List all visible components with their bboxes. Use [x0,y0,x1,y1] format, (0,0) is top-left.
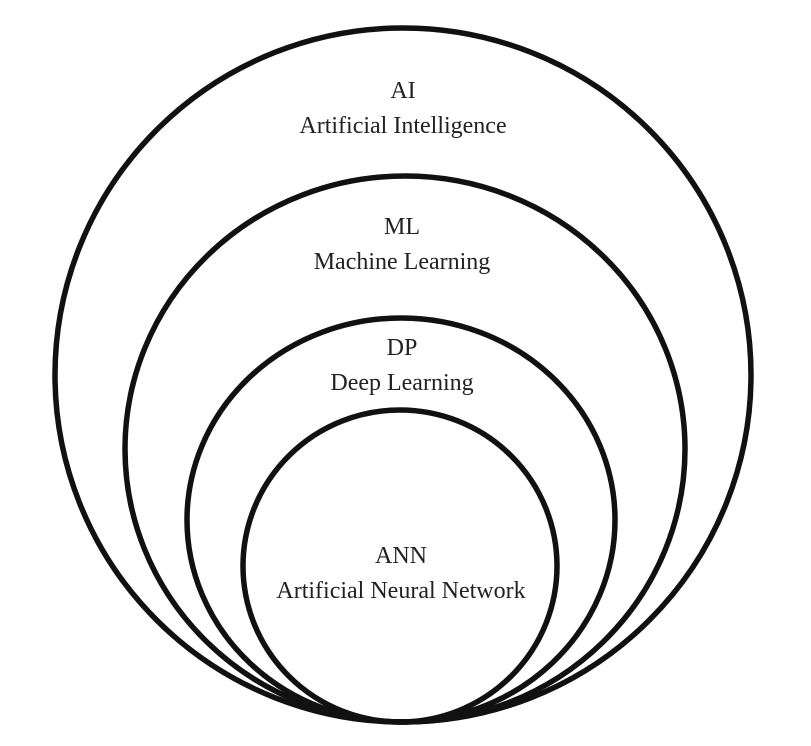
dp-abbr: DP [387,335,418,361]
ml-abbr: ML [384,214,420,240]
ann-name: Artificial Neural Network [276,578,525,604]
dp-name: Deep Learning [330,370,473,396]
ai-abbr: AI [390,78,415,104]
circle-ann [240,407,560,725]
ml-name: Machine Learning [314,249,491,275]
ai-name: Artificial Intelligence [299,113,506,139]
ann-abbr: ANN [375,543,427,569]
